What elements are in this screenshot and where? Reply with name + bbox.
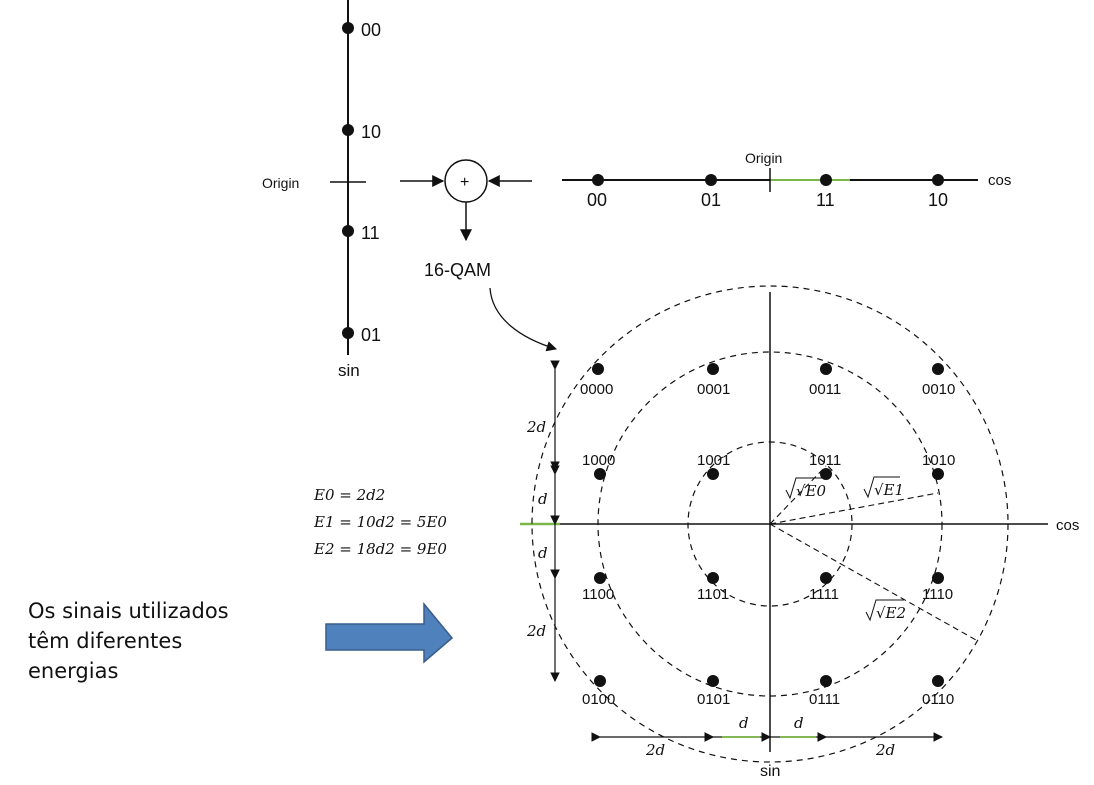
point-1001 <box>707 468 719 480</box>
caption-line-2: têm diferentes <box>28 629 183 653</box>
dim-top-2d-label: 2d <box>526 418 546 436</box>
sin-axis-origin-label: Origin <box>262 175 299 191</box>
cos-point-00 <box>592 174 604 186</box>
point-1010 <box>932 468 944 480</box>
point-0110-label: 0110 <box>922 691 954 708</box>
point-1100-label: 1100 <box>582 586 614 603</box>
point-1101 <box>707 572 719 584</box>
point-0101 <box>707 675 719 687</box>
adder-output-label: 16-QAM <box>424 260 491 280</box>
energy-caption: Os sinais utilizados têm diferentes ener… <box>28 596 278 686</box>
sin-point-01 <box>342 327 354 339</box>
point-0100-label: 0100 <box>582 691 615 708</box>
callout-arrow-icon <box>325 601 454 664</box>
dim-left-2d-label: 2d <box>645 741 665 759</box>
sin-point-11-label: 11 <box>361 223 380 243</box>
point-1110-label: 1110 <box>922 586 953 603</box>
constellation-cos-label: cos <box>1056 517 1079 534</box>
energy-equation-e0: E0 = 2d2 <box>313 486 385 504</box>
caption-line-1: Os sinais utilizados <box>28 599 229 623</box>
point-1000-label: 1000 <box>582 452 615 469</box>
cos-point-00-label: 00 <box>587 190 607 210</box>
dim-bottom-2d-label: 2d <box>526 622 546 640</box>
cos-point-10-label: 10 <box>928 190 948 210</box>
constellation-sin-label: sin <box>760 763 780 780</box>
point-0111-label: 0111 <box>809 691 840 708</box>
svg-text:√E1: √E1 <box>874 481 904 499</box>
radius-label-e0: √E0 <box>785 477 827 500</box>
cos-point-01 <box>705 174 717 186</box>
point-1010-label: 1010 <box>922 452 955 469</box>
radius-label-e1: √E1 <box>863 476 904 499</box>
caption-line-3: energias <box>28 659 119 683</box>
point-0101-label: 0101 <box>697 691 730 708</box>
dim-left-d-label: d <box>739 714 749 732</box>
point-0010-label: 0010 <box>922 381 955 398</box>
point-0100 <box>594 675 606 687</box>
point-0001 <box>707 363 719 375</box>
sin-point-10-label: 10 <box>361 122 381 142</box>
sin-axis-label: sin <box>338 361 360 380</box>
energy-equation-e2: E2 = 18d2 = 9E0 <box>313 540 447 558</box>
point-1011-label: 1011 <box>809 452 841 469</box>
cos-axis-origin-label: Origin <box>745 150 782 166</box>
point-0011 <box>820 363 832 375</box>
point-0110 <box>932 675 944 687</box>
cos-point-10 <box>932 174 944 186</box>
energy-equation-e1: E1 = 10d2 = 5E0 <box>313 513 447 531</box>
point-1110 <box>932 572 944 584</box>
middle-energy-circle <box>597 351 943 697</box>
point-1111 <box>820 572 832 584</box>
cos-point-11 <box>820 174 832 186</box>
point-1011 <box>820 468 832 480</box>
point-0001-label: 0001 <box>697 381 730 398</box>
dim-lower-d-label: d <box>538 544 548 562</box>
inner-energy-circle <box>687 441 853 607</box>
point-1111-label: 1111 <box>809 586 839 603</box>
cos-axis-label: cos <box>988 172 1011 189</box>
sin-point-10 <box>342 124 354 136</box>
point-0000 <box>592 363 604 375</box>
point-0111 <box>820 675 832 687</box>
svg-text:√E2: √E2 <box>876 604 906 622</box>
radius-label-e2: √E2 <box>865 599 906 622</box>
outer-energy-circle <box>531 285 1009 763</box>
dim-right-2d-label: 2d <box>875 741 895 759</box>
svg-text:√E0: √E0 <box>796 482 827 500</box>
radius-e2-line <box>769 523 977 641</box>
curved-pointer-arrow <box>489 287 557 352</box>
point-0010 <box>932 363 944 375</box>
sin-point-01-label: 01 <box>361 325 381 345</box>
cos-point-01-label: 01 <box>701 190 721 210</box>
radius-e0-line <box>769 465 827 525</box>
dim-right-d-label: d <box>794 714 804 732</box>
cos-point-11-label: 11 <box>816 190 835 210</box>
sin-point-00-label: 00 <box>361 20 381 40</box>
point-0011-label: 0011 <box>809 381 841 398</box>
point-1000 <box>594 468 606 480</box>
point-1100 <box>594 572 606 584</box>
adder-plus-symbol: + <box>460 174 469 191</box>
sin-point-00 <box>342 22 354 34</box>
radius-e1-line <box>769 492 939 525</box>
sin-point-11 <box>342 225 354 237</box>
point-1001-label: 1001 <box>697 452 730 469</box>
dim-upper-d-label: d <box>538 490 548 508</box>
point-1101-label: 1101 <box>697 586 729 603</box>
point-0000-label: 0000 <box>580 381 613 398</box>
